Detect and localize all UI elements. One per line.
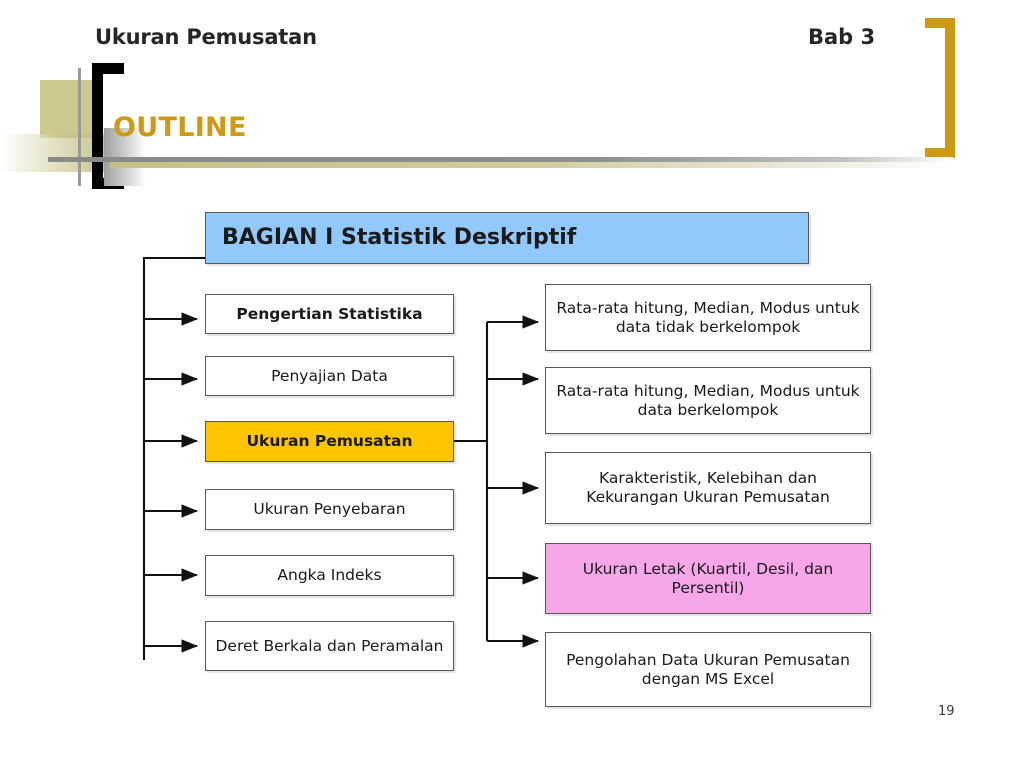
- vertical-rule-decoration: [78, 68, 81, 186]
- right-bracket-icon: [925, 18, 955, 158]
- header-title-left: Ukuran Pemusatan: [95, 25, 317, 49]
- node-pengertian-statistika[interactable]: Pengertian Statistika: [205, 294, 454, 334]
- diagram-title-box[interactable]: BAGIAN I Statistik Deskriptif: [205, 212, 809, 264]
- node-ukuran-pemusatan[interactable]: Ukuran Pemusatan: [205, 421, 454, 462]
- node-penyajian-data[interactable]: Penyajian Data: [205, 356, 454, 396]
- node-rata-rata-tidak-berkelompok[interactable]: Rata-rata hitung, Median, Modus untuk da…: [545, 284, 871, 351]
- node-angka-indeks[interactable]: Angka Indeks: [205, 555, 454, 596]
- header-title-right: Bab 3: [808, 25, 876, 49]
- node-pengolahan-data-ms-excel[interactable]: Pengolahan Data Ukuran Pemusatan dengan …: [545, 632, 871, 707]
- divider-grey: [48, 157, 953, 162]
- node-ukuran-letak[interactable]: Ukuran Letak (Kuartil, Desil, dan Persen…: [545, 543, 871, 614]
- left-trunk-line: [142, 256, 205, 660]
- page-number: 19: [938, 704, 955, 719]
- node-ukuran-penyebaran[interactable]: Ukuran Penyebaran: [205, 489, 454, 530]
- node-rata-rata-berkelompok[interactable]: Rata-rata hitung, Median, Modus untuk da…: [545, 367, 871, 434]
- divider-olive: [110, 162, 955, 168]
- node-deret-berkala-dan-peramalan[interactable]: Deret Berkala dan Peramalan: [205, 621, 454, 671]
- page-title: OUTLINE: [113, 112, 247, 143]
- node-karakteristik-kelebihan-kekurangan[interactable]: Karakteristik, Kelebihan dan Kekurangan …: [545, 452, 871, 524]
